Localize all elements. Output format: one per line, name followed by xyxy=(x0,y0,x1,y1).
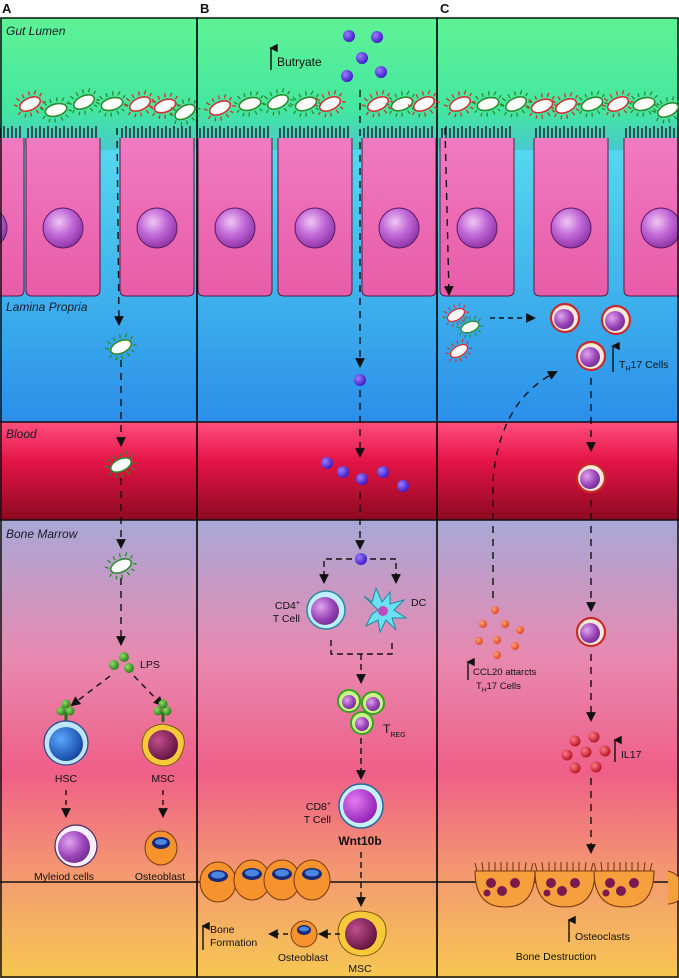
zone-label-gut-lumen: Gut Lumen xyxy=(6,24,66,38)
butyrate-lamina xyxy=(354,374,366,386)
cd4-t-cell xyxy=(306,590,346,630)
zone-label-lamina-propria: Lamina Propria xyxy=(6,300,88,314)
zone-label-bone-marrow: Bone Marrow xyxy=(6,527,79,541)
hsc-cell xyxy=(43,699,89,766)
butyrate-marrow xyxy=(355,553,367,565)
osteoblast-cell-b xyxy=(290,920,318,948)
cd8-label-line2: T Cell xyxy=(304,814,331,826)
th17-cell-blood xyxy=(575,462,607,494)
msc-label-b: MSC xyxy=(348,963,372,975)
ccl20-label-line2: TH17 Cells xyxy=(476,681,521,694)
bone-formation-label: Bone xyxy=(210,924,235,936)
ccl20-cluster xyxy=(475,606,524,659)
lps-cluster xyxy=(109,652,134,673)
myeloid-cell xyxy=(54,824,98,868)
cd4-label-line2: T Cell xyxy=(273,613,300,625)
zone-bone-marrow xyxy=(0,520,679,978)
il17-label: IL17 xyxy=(621,749,642,761)
treg-label: TREG xyxy=(383,722,406,739)
msc-cell-b xyxy=(337,910,387,957)
arrow-lumen-to-lamina xyxy=(114,127,124,326)
myeloid-label: Myleiod cells xyxy=(34,871,94,883)
osteoblast-label-a: Osteoblast xyxy=(135,871,185,883)
zone-label-blood: Blood xyxy=(6,427,37,441)
panel-label-c: C xyxy=(440,1,450,16)
cd8-t-cell xyxy=(338,783,384,829)
butyrate-label: Butryate xyxy=(277,55,322,69)
osteoclasts-label: Osteoclasts xyxy=(575,931,630,943)
msc-label: MSC xyxy=(151,773,175,785)
cd8-label: CD8+ xyxy=(306,801,331,813)
th17-cell-marrow xyxy=(575,616,607,648)
ccl20-label: CCL20 attarcts xyxy=(473,667,537,678)
panel-label-a: A xyxy=(2,1,12,16)
bone-formation-label-line2: Formation xyxy=(210,937,257,949)
panel-a: LPS HSC MSC Myleiod xyxy=(34,127,185,883)
cd4-label: CD4+ xyxy=(275,600,300,612)
il17-cluster xyxy=(561,731,611,774)
bone-destruction-label: Bone Destruction xyxy=(516,951,597,963)
dc-label: DC xyxy=(411,597,427,609)
epithelium-layer xyxy=(0,125,679,297)
treg-cells xyxy=(337,689,385,735)
osteoblast-cell-a xyxy=(144,830,178,866)
th17-label: TH17 Cells xyxy=(619,359,668,373)
hsc-label: HSC xyxy=(55,773,78,785)
panel-label-b: B xyxy=(200,1,209,16)
panel-c: TH17 Cells IL17 xyxy=(439,127,679,963)
lps-label: LPS xyxy=(140,659,160,671)
butyrate-molecules xyxy=(341,30,387,82)
msc-cell xyxy=(141,699,185,767)
panel-frames xyxy=(0,17,679,978)
osteoclasts xyxy=(474,861,679,908)
butyrate-blood xyxy=(321,457,409,492)
panel-b: Butryate CD4+ T Cell DC xyxy=(199,30,427,975)
dendritic-cell xyxy=(363,586,408,634)
wnt10b-label: Wnt10b xyxy=(338,834,381,848)
osteoblast-label-b: Osteoblast xyxy=(278,952,328,964)
